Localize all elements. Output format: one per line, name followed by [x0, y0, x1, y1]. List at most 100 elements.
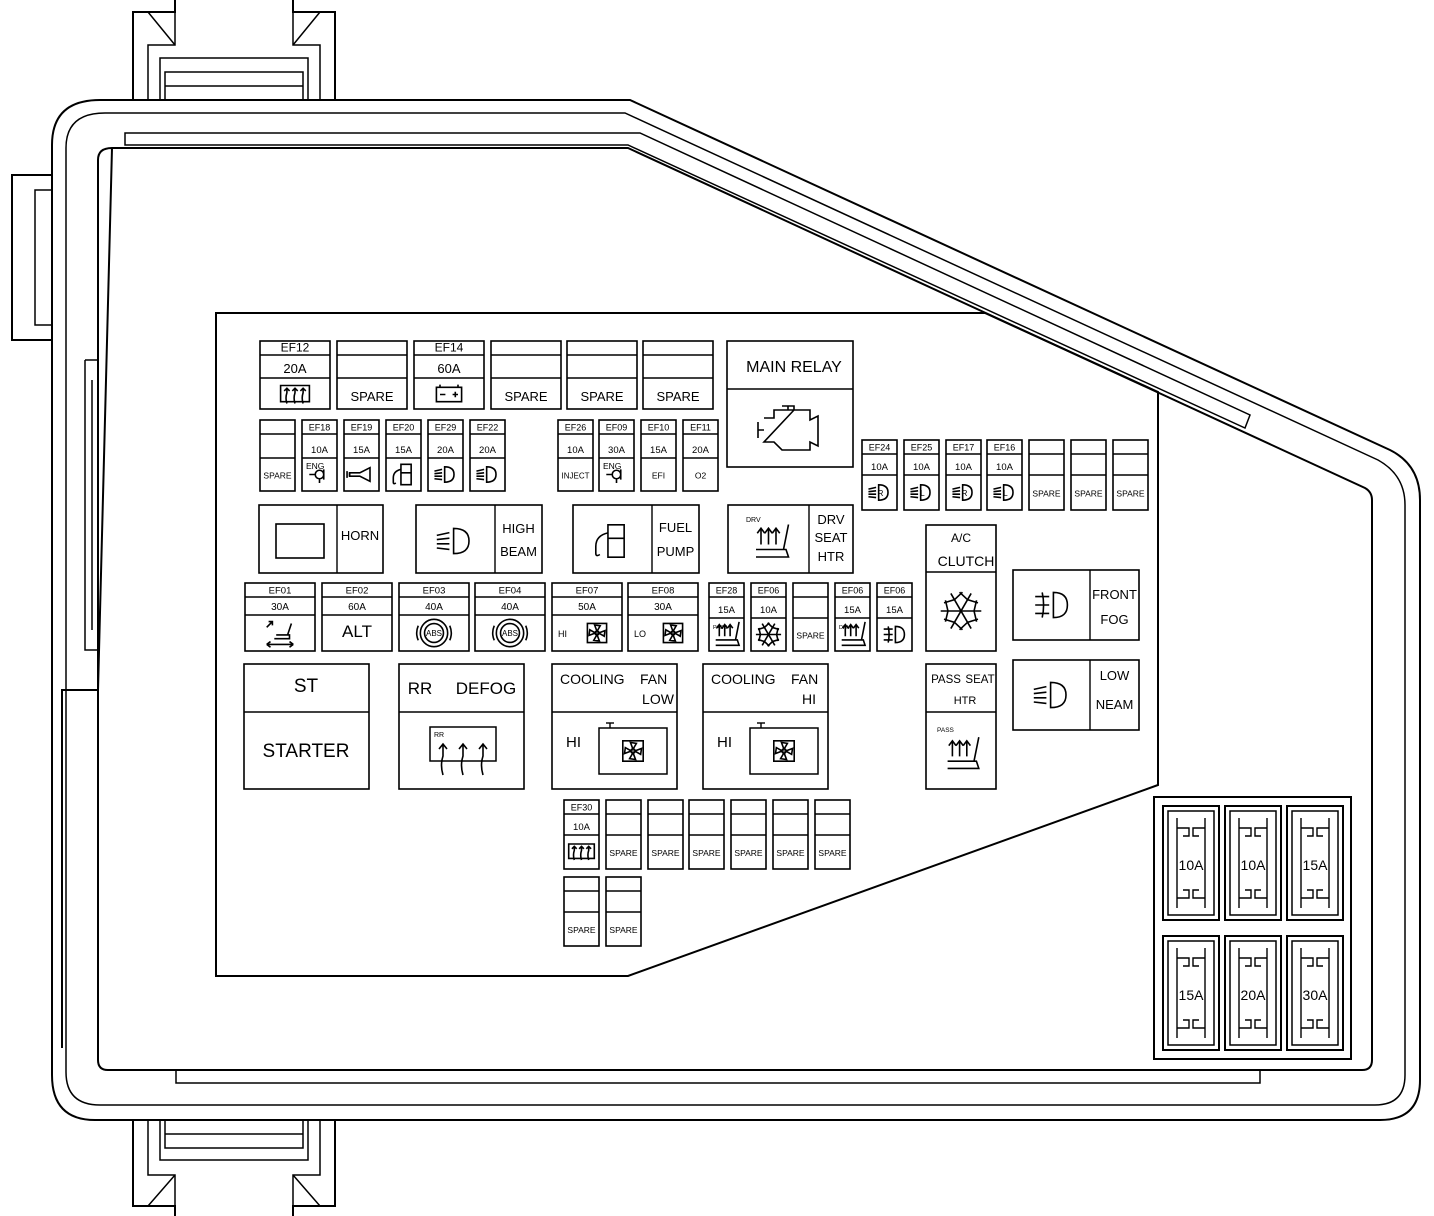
cartridge-fuse[interactable]: 15A: [1286, 805, 1344, 921]
fuse-slot[interactable]: SPARE: [1112, 439, 1149, 511]
fuse-rating: 40A: [425, 602, 443, 613]
fuse-code: EF26: [565, 423, 587, 433]
fuse-slot[interactable]: SPARE: [605, 799, 642, 870]
fuse-rating: 30A: [608, 445, 626, 456]
fuse-code: EF10: [648, 423, 670, 433]
cartridge-fuse[interactable]: 10A: [1162, 805, 1220, 921]
horn-relay-label: HORN: [341, 528, 379, 543]
fuse-code: EF04: [499, 586, 522, 597]
horn-relay[interactable]: HORN: [258, 504, 384, 574]
fuel-pump-relay-label: PUMP: [657, 544, 695, 559]
fuse-label: SPARE: [1116, 489, 1145, 499]
fuse-slot[interactable]: SPARE: [605, 876, 642, 947]
fuse-slot[interactable]: SPARE: [814, 799, 851, 870]
fuse-rating: 20A: [283, 361, 306, 376]
fuse-rating: 10A: [913, 462, 931, 473]
headlight-icon: [434, 466, 455, 483]
headlight-icon: [868, 484, 889, 501]
fuse-slot[interactable]: SPARE: [566, 340, 638, 410]
high-beam-relay-label: BEAM: [500, 544, 537, 559]
fuse-label: EFI: [652, 471, 665, 481]
fuse-code: EF06: [842, 586, 864, 596]
fog-light-icon: [1035, 591, 1069, 619]
fuse-slot[interactable]: SPARE: [772, 799, 809, 870]
cartridge-fuse[interactable]: 30A: [1286, 935, 1344, 1051]
fuse-slot[interactable]: SPARE: [792, 582, 829, 652]
fuel-pump-icon: [392, 463, 412, 486]
fuse-code: EF16: [994, 443, 1016, 453]
fuse-rating: 50A: [578, 602, 596, 613]
fan-icon: [773, 740, 795, 762]
fuse-slot[interactable]: SPARE: [1070, 439, 1107, 511]
main-relay[interactable]: MAIN RELAY: [726, 340, 854, 468]
fuse-slot[interactable]: SPARE: [647, 799, 684, 870]
fuse-slot[interactable]: SPARE: [1028, 439, 1065, 511]
fuse-rating: 10A: [573, 822, 591, 833]
fuse-slot[interactable]: SPARE: [688, 799, 725, 870]
low-beam-relay-label: LOW: [1100, 668, 1130, 683]
fuse-label: SPARE: [504, 389, 547, 404]
fuse-label: SPARE: [818, 848, 847, 858]
fuse-slot[interactable]: SPARE: [259, 419, 296, 492]
fan-sub: LOW: [642, 691, 675, 707]
high-beam-relay-label: HIGH: [502, 521, 535, 536]
fuse-slot[interactable]: SPARE: [490, 340, 562, 410]
cartridge-fuse[interactable]: 10A: [1224, 805, 1282, 921]
engine-icon: [757, 405, 819, 451]
fuse-rating: 15A: [650, 445, 668, 456]
fuse-slot[interactable]: SPARE: [563, 876, 600, 947]
fuse-rating: 10A: [567, 445, 585, 456]
fuse-rating: 20A: [479, 445, 497, 456]
high-beam-relay[interactable]: HIGH BEAM: [415, 504, 543, 574]
cartridge-fuse[interactable]: 20A: [1224, 935, 1282, 1051]
fuse-slot[interactable]: SPARE: [730, 799, 767, 870]
fan-icon: [662, 622, 684, 644]
fuse-slot[interactable]: EF10 15A EFI: [640, 419, 677, 492]
fuse-label: DRV: [839, 625, 851, 631]
fuse-label: SPARE: [350, 389, 393, 404]
fuse-label: L: [1003, 489, 1008, 498]
fuse-slot[interactable]: SPARE: [642, 340, 714, 410]
fuse-code: EF28: [716, 586, 738, 596]
fuse-slot[interactable]: SPARE: [336, 340, 408, 410]
drv-seat-relay-label: DRV: [817, 512, 845, 527]
cartridge-fuse[interactable]: 15A: [1162, 935, 1220, 1051]
fan-side: HI: [717, 734, 732, 751]
cartridge-fuse-rating: 10A: [1179, 857, 1205, 873]
